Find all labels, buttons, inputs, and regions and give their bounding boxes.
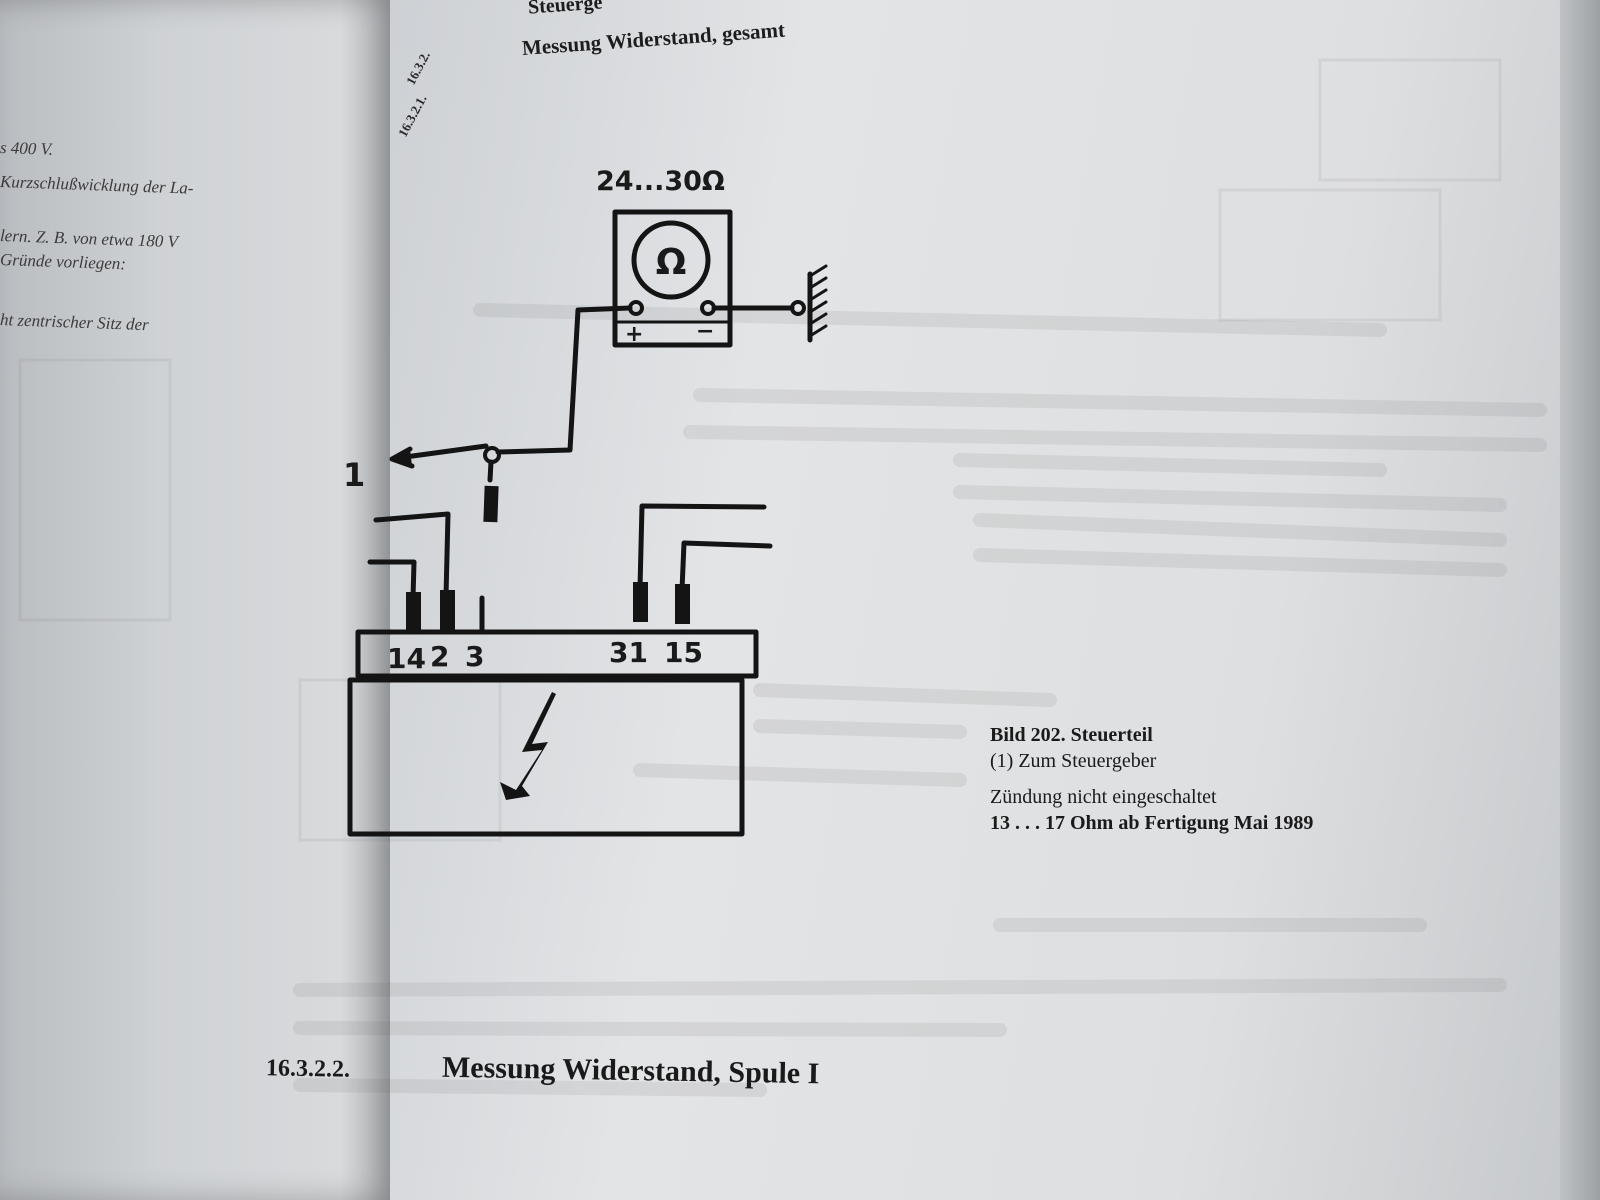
ohmmeter-dial xyxy=(631,220,711,300)
plus-sign: + xyxy=(625,322,643,347)
caption-spec: 13 . . . 17 Ohm ab Fertigung Mai 1989 xyxy=(990,812,1314,834)
terminal-2: 2 xyxy=(430,640,449,673)
resistance-label: 24...30Ω xyxy=(596,166,725,197)
ohmmeter-box xyxy=(612,209,733,348)
terminal-31: 31 xyxy=(609,636,648,669)
control-unit-box xyxy=(347,677,745,837)
caption-title: Bild 202. Steuerteil xyxy=(990,724,1153,746)
pointer-label: 1 xyxy=(343,456,365,494)
terminal-15: 15 xyxy=(664,636,703,669)
caption-note: Zündung nicht eingeschaltet xyxy=(990,786,1217,808)
section-heading: Messung Widerstand, Spule I xyxy=(441,1050,820,1091)
ohm-symbol: Ω xyxy=(656,242,687,283)
left-page: s 400 V. Kurzschlußwicklung der La- lern… xyxy=(0,0,400,1200)
page-edge xyxy=(1560,0,1600,1200)
right-page xyxy=(390,0,1600,1200)
section-number: 16.3.2.2. xyxy=(265,1055,351,1083)
caption-item: (1) Zum Steuergeber xyxy=(990,750,1157,772)
figure-caption: Bild 202. Steuerteil (1) Zum Steuergeber… xyxy=(990,722,1313,836)
minus-sign: − xyxy=(696,319,714,344)
terminal-3: 3 xyxy=(465,640,484,673)
terminal-14: 14 xyxy=(387,642,426,675)
terminal-strip xyxy=(355,629,759,679)
